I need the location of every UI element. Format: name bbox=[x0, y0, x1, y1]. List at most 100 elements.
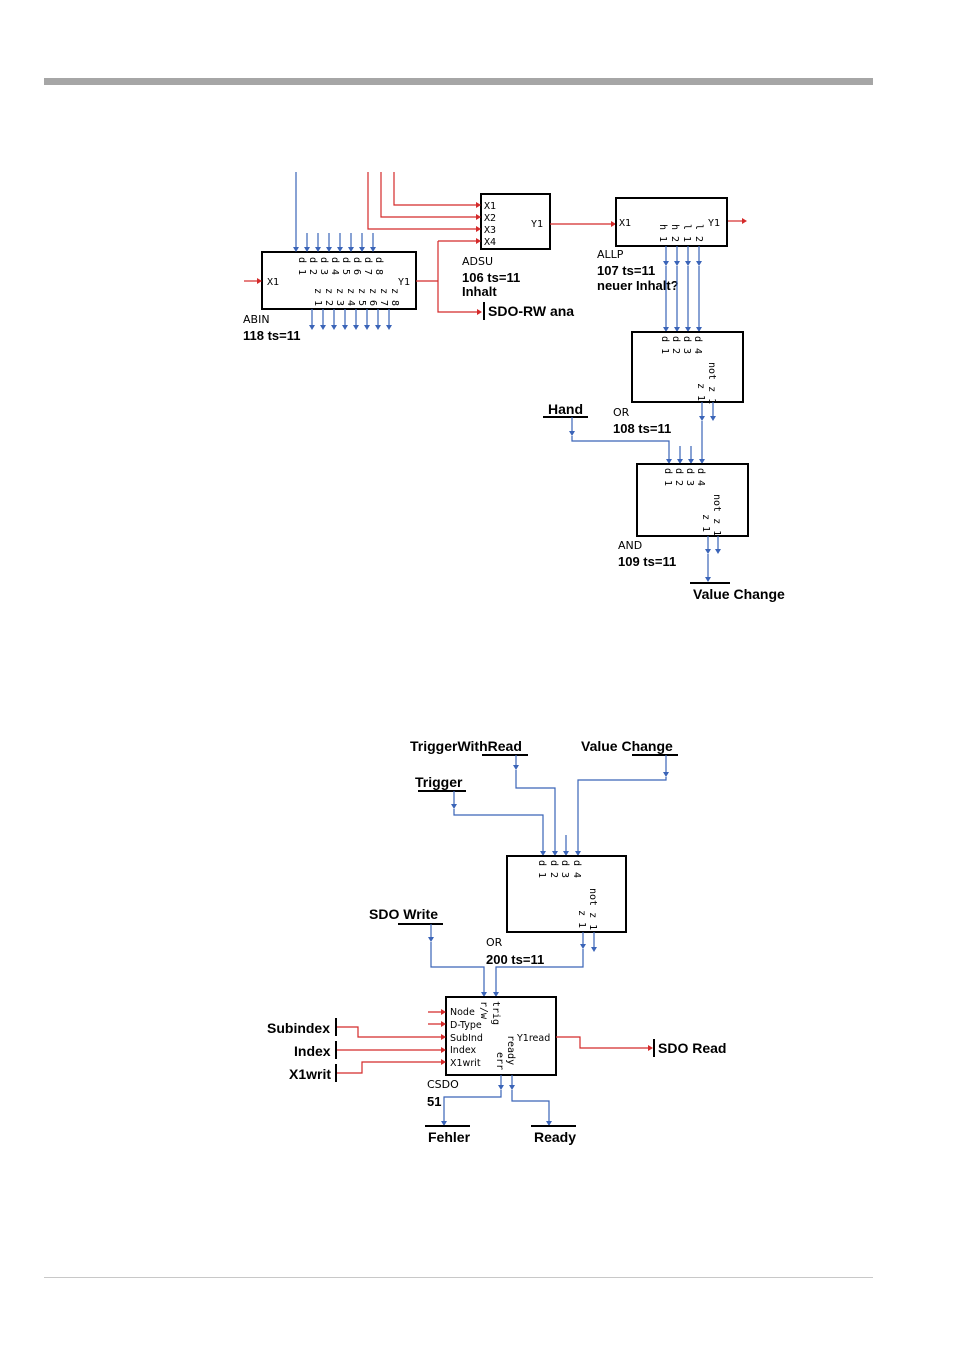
or108-pin-d2: d 2 bbox=[670, 336, 681, 354]
or200-pin-d1: d 1 bbox=[536, 860, 547, 878]
diagram-2: TriggerWithRead Value Change Trigger d 1 bbox=[267, 738, 726, 1145]
diagram-1: X1 Y1 d 1 d 2 d 3 d 4 d 5 d 6 d 7 d 8 z … bbox=[243, 172, 785, 602]
abin-pin-d6: d 6 bbox=[351, 257, 362, 275]
sdo-read-label: SDO Read bbox=[658, 1040, 726, 1056]
csdo-pin-index: Index bbox=[450, 1045, 477, 1056]
or108-number-label: 108 ts=11 bbox=[613, 421, 671, 436]
allp-number-label: 107 ts=11 bbox=[597, 263, 655, 278]
csdo-left-wires bbox=[337, 1009, 446, 1074]
sdo-write-label: SDO Write bbox=[369, 906, 438, 922]
allp-block[interactable]: X1 Y1 h 1 h 2 l 1 l 2 bbox=[615, 197, 728, 247]
and109-pin-z1: z 1 bbox=[700, 514, 711, 532]
allp-output-label: Y1 bbox=[708, 218, 720, 229]
or-108-block[interactable]: d 1 d 2 d 3 d 4 z 1 not z 1 bbox=[631, 331, 744, 404]
allp-pin-l2: l 2 bbox=[693, 224, 704, 242]
abin-block[interactable]: X1 Y1 d 1 d 2 d 3 d 4 d 5 d 6 d 7 d 8 z … bbox=[261, 251, 417, 310]
csdo-type-label: CSDO bbox=[427, 1078, 459, 1091]
trigger-label: Trigger bbox=[415, 774, 463, 790]
adsu-wires bbox=[367, 172, 747, 315]
adsu-pin-x2: X2 bbox=[484, 213, 496, 224]
csdo-pin-rw: r/w bbox=[478, 1001, 489, 1020]
abin-type-label: ABIN bbox=[243, 313, 270, 326]
abin-top-pins: d 1 d 2 d 3 d 4 d 5 d 6 d 7 d 8 bbox=[296, 257, 384, 275]
and109-pin-d1: d 1 bbox=[662, 468, 673, 486]
or200-number-label: 200 ts=11 bbox=[486, 952, 544, 967]
abin-pin-d4: d 4 bbox=[329, 257, 340, 275]
abin-pin-z1: z 1 bbox=[312, 288, 323, 306]
or108-pin-d1: d 1 bbox=[659, 336, 670, 354]
and-input-wires bbox=[569, 402, 716, 464]
footer-rule bbox=[44, 1277, 873, 1278]
csdo-pin-node: Node bbox=[450, 1007, 475, 1018]
csdo-pin-dtype: D-Type bbox=[450, 1020, 482, 1031]
adsu-pin-x4: X4 bbox=[484, 237, 496, 248]
and109-number-label: 109 ts=11 bbox=[618, 554, 676, 569]
x1writ-label: X1writ bbox=[289, 1066, 331, 1082]
adsu-output-label: Y1 bbox=[531, 219, 543, 230]
or108-type-label: OR bbox=[613, 406, 630, 419]
and109-pin-notz1: not z 1 bbox=[711, 494, 722, 536]
csdo-number-label: 51 bbox=[427, 1094, 441, 1109]
and109-pin-d4: d 4 bbox=[695, 468, 706, 486]
adsu-number-label: 106 ts=11 bbox=[462, 270, 520, 285]
csdo-pin-trig: trig bbox=[490, 1001, 501, 1025]
allp-wires bbox=[663, 246, 702, 332]
adsu-extra-label: Inhalt bbox=[462, 284, 497, 299]
abin-wires bbox=[244, 172, 438, 330]
value-change-label-1: Value Change bbox=[693, 586, 785, 602]
sdo-rw-label: SDO-RW ana bbox=[488, 303, 574, 319]
abin-bottom-pins: z 1 z 2 z 3 z 4 z 5 z 6 z 7 z 8 bbox=[312, 288, 400, 306]
abin-input-label: X1 bbox=[267, 277, 279, 288]
adsu-type-label: ADSU bbox=[462, 255, 493, 268]
adsu-pin-x3: X3 bbox=[484, 225, 496, 236]
header-rule bbox=[44, 78, 873, 85]
csdo-pin-subind: SubInd bbox=[450, 1033, 483, 1044]
csdo-pin-x1writ: X1writ bbox=[450, 1058, 481, 1069]
or200-type-label: OR bbox=[486, 936, 503, 949]
csdo-input-wires bbox=[428, 924, 597, 997]
or108-pin-notz1: not z 1 bbox=[706, 362, 717, 404]
hand-label: Hand bbox=[548, 401, 583, 417]
abin-pin-z5: z 5 bbox=[356, 288, 367, 306]
allp-extra-label: neuer Inhalt? bbox=[597, 278, 679, 293]
ready-label: Ready bbox=[534, 1129, 576, 1145]
csdo-pin-ready: ready bbox=[505, 1035, 516, 1065]
or200-pin-d4: d 4 bbox=[571, 860, 582, 878]
or200-pin-z1: z 1 bbox=[576, 910, 587, 928]
abin-pin-d5: d 5 bbox=[340, 257, 351, 275]
adsu-pin-x1: X1 bbox=[484, 201, 496, 212]
subindex-label: Subindex bbox=[267, 1020, 330, 1036]
allp-pin-h1: h 1 bbox=[657, 224, 668, 242]
abin-output-label: Y1 bbox=[398, 277, 410, 288]
abin-pin-d8: d 8 bbox=[373, 257, 384, 275]
fehler-label: Fehler bbox=[428, 1129, 471, 1145]
and109-pin-d2: d 2 bbox=[673, 468, 684, 486]
csdo-output-wires bbox=[441, 1036, 653, 1126]
or108-pin-d4: d 4 bbox=[692, 336, 703, 354]
allp-type-label: ALLP bbox=[597, 248, 624, 261]
or200-pin-d2: d 2 bbox=[548, 860, 559, 878]
abin-pin-z8: z 8 bbox=[389, 288, 400, 306]
or108-pin-z1: z 1 bbox=[695, 383, 706, 401]
or200-pin-notz1: not z 1 bbox=[587, 888, 598, 930]
and109-pin-d3: d 3 bbox=[684, 468, 695, 486]
and-109-block[interactable]: d 1 d 2 d 3 d 4 z 1 not z 1 bbox=[636, 463, 749, 537]
abin-pin-d7: d 7 bbox=[362, 257, 373, 275]
allp-input-label: X1 bbox=[619, 218, 631, 229]
adsu-block[interactable]: X1 X2 X3 X4 Y1 bbox=[480, 193, 551, 250]
or-200-block[interactable]: d 1 d 2 d 3 d 4 z 1 not z 1 bbox=[506, 855, 627, 933]
abin-pin-z4: z 4 bbox=[345, 288, 356, 306]
csdo-block[interactable]: Node D-Type SubInd Index X1writ r/w trig… bbox=[445, 996, 557, 1076]
or200-input-wires bbox=[451, 755, 669, 856]
abin-pin-d3: d 3 bbox=[318, 257, 329, 275]
trigger-with-read-label: TriggerWithRead bbox=[410, 738, 522, 754]
abin-pin-z2: z 2 bbox=[323, 288, 334, 306]
abin-pin-z7: z 7 bbox=[378, 288, 389, 306]
abin-pin-d1: d 1 bbox=[296, 257, 307, 275]
value-change-label-2: Value Change bbox=[581, 738, 673, 754]
allp-pin-l1: l 1 bbox=[681, 224, 692, 242]
abin-pin-z3: z 3 bbox=[334, 288, 345, 306]
or108-pin-d3: d 3 bbox=[681, 336, 692, 354]
abin-pin-z6: z 6 bbox=[367, 288, 378, 306]
